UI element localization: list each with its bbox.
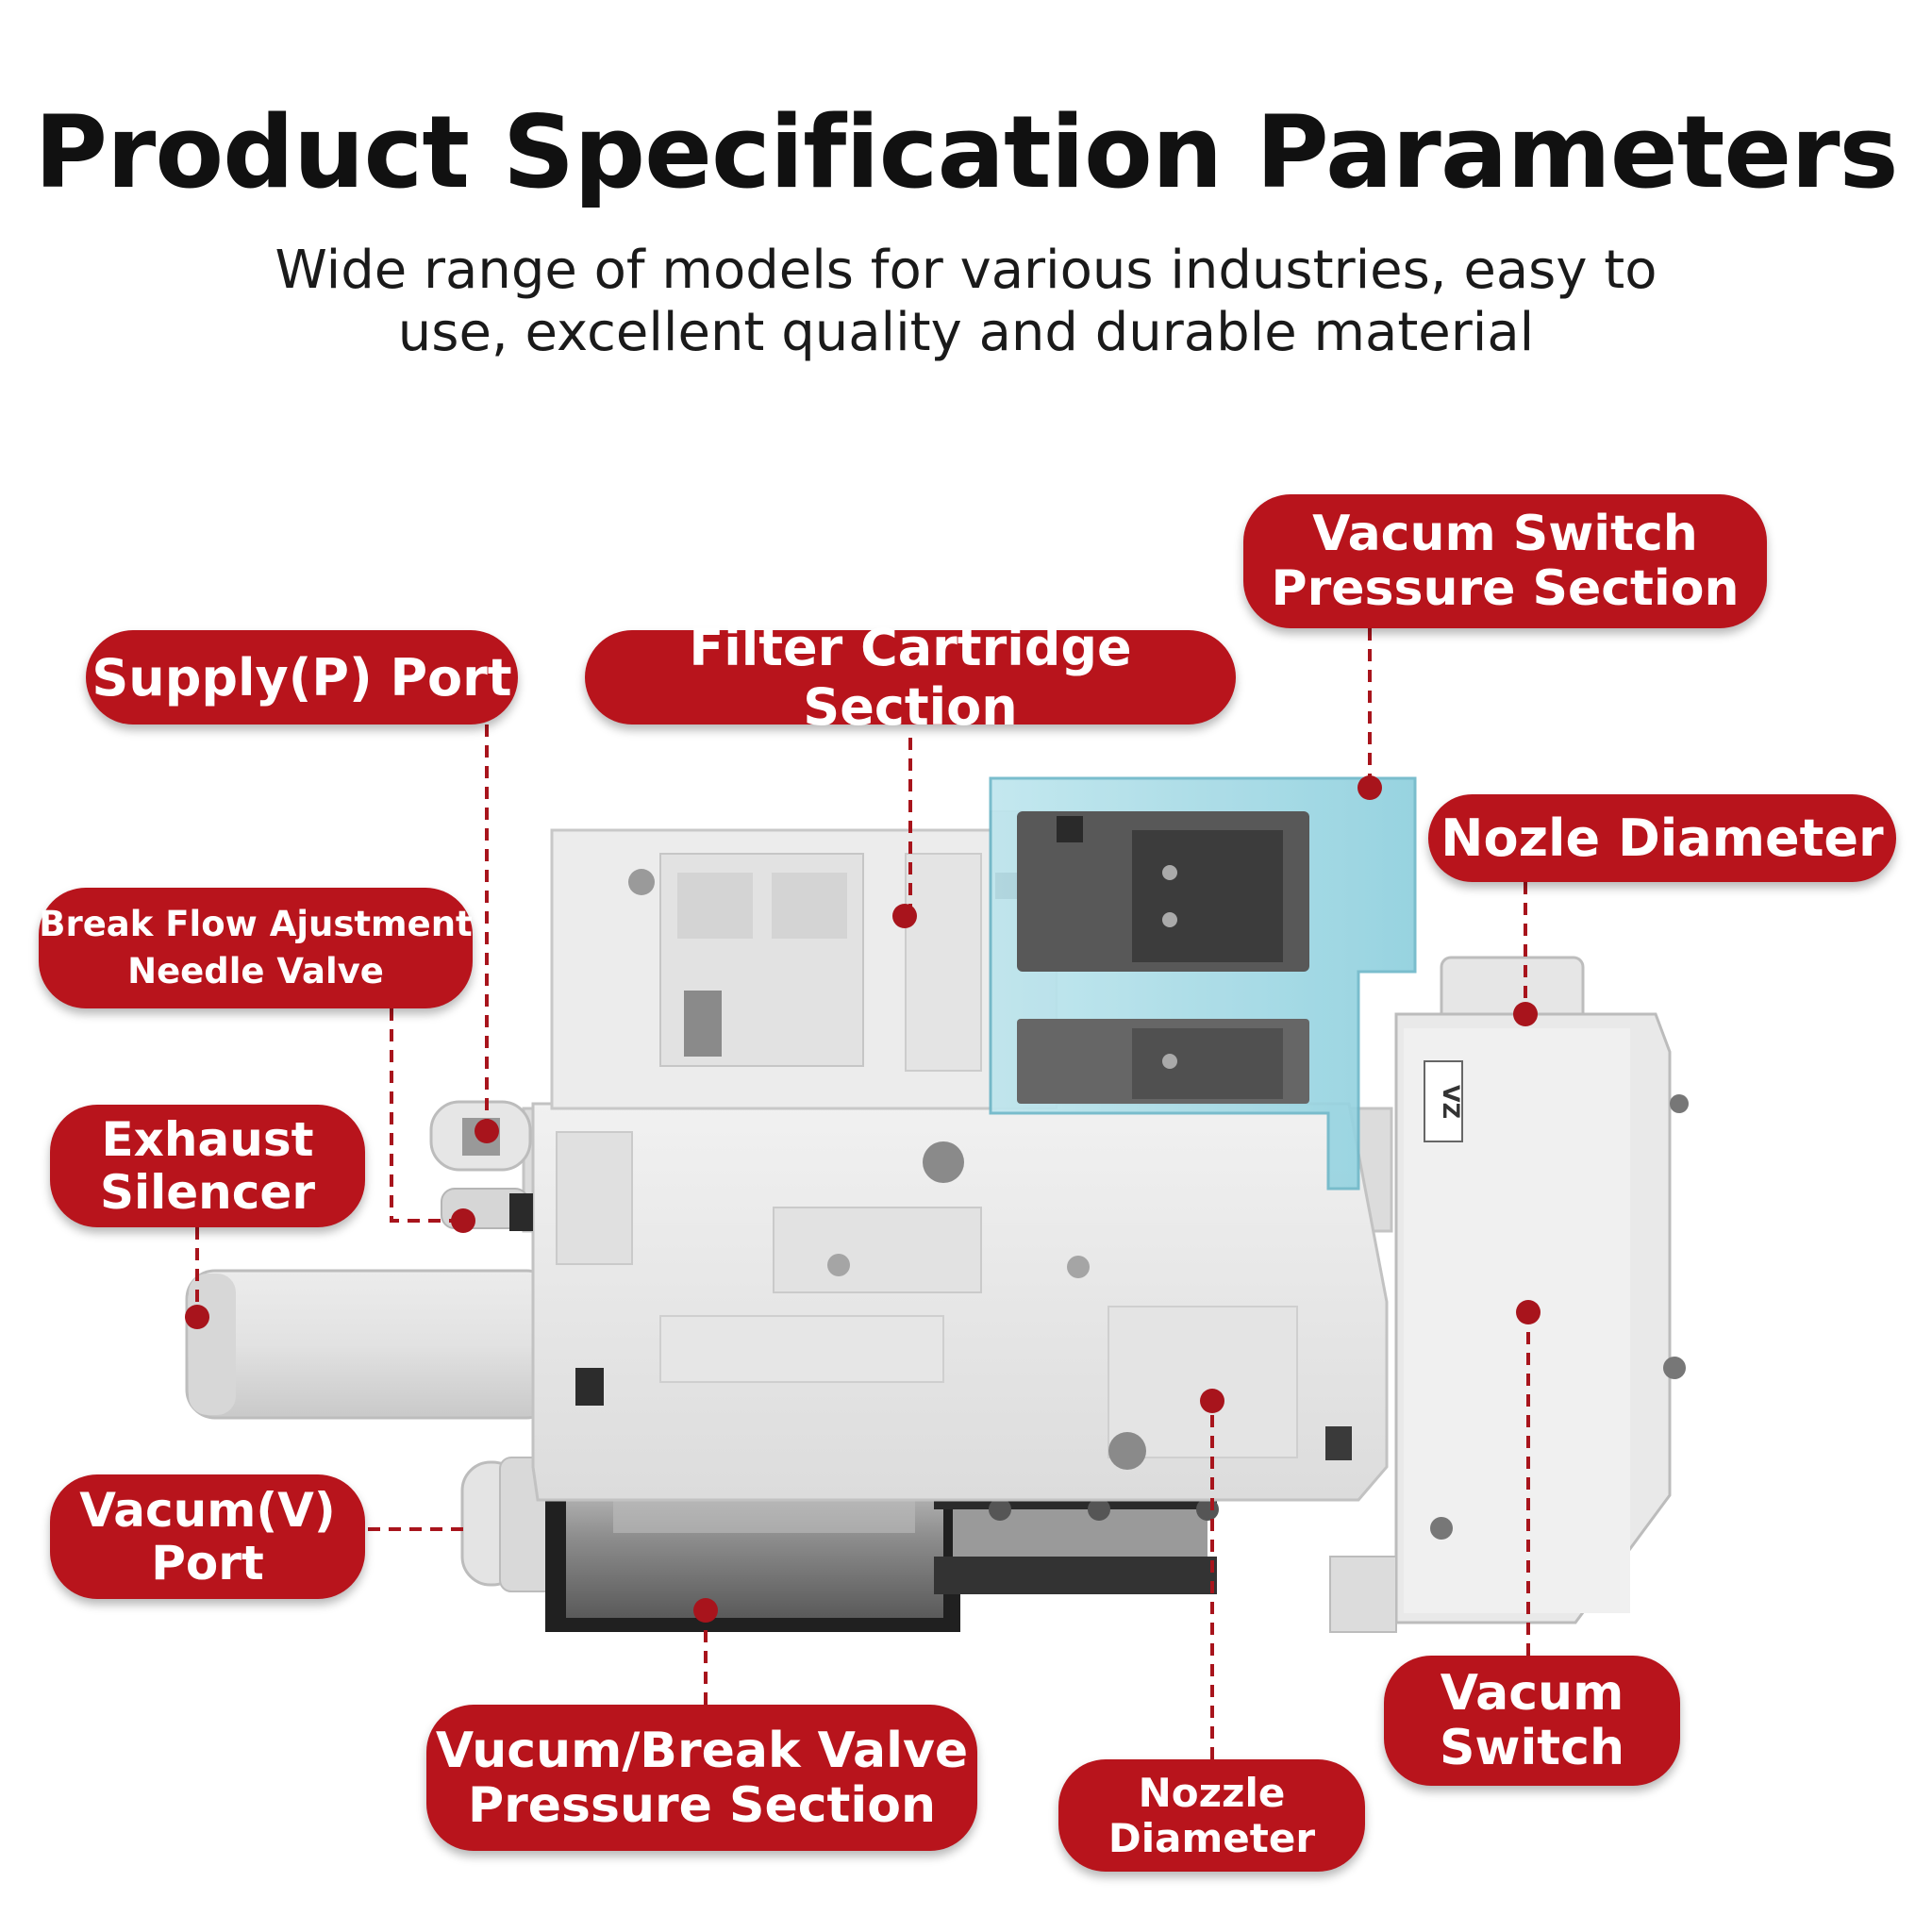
dot-vacuum-switch — [1516, 1300, 1541, 1324]
page-title: Product Specification Parameters — [34, 94, 1898, 210]
dot-break-flow-needle — [451, 1208, 475, 1233]
switch-marking-text: VZ — [1438, 1085, 1464, 1119]
label-supply-port: Supply(P) Port — [86, 630, 518, 724]
exhaust-silencer-part — [185, 1269, 557, 1420]
dot-vacuum-switch-pressure — [1357, 775, 1382, 800]
manifold-body — [522, 1102, 1393, 1502]
label-vacuum-break-valve: Vucum/Break Valve Pressure Section — [426, 1705, 977, 1851]
label-nozzle-diameter-bottom: Nozzle Diameter — [1058, 1759, 1365, 1872]
subtitle-line-2: use, excellent quality and durable mater… — [397, 302, 1535, 363]
dot-nozzle-diameter-bottom — [1200, 1389, 1224, 1413]
dot-filter-cartridge — [892, 904, 917, 928]
label-break-flow-needle: Break Flow Ajustment Needle Valve — [39, 888, 473, 1008]
label-vacuum-switch-pressure: Vacum Switch Pressure Section — [1243, 494, 1767, 628]
pressure-sensor-part — [989, 776, 1417, 1191]
leader-break-flow-needle — [390, 1008, 463, 1223]
dot-nozzle-diameter-top — [1513, 1002, 1538, 1026]
dot-exhaust-silencer — [185, 1305, 209, 1329]
subtitle-line-1: Wide range of models for various industr… — [275, 240, 1657, 301]
label-filter-cartridge: Filter Cartridge Section — [585, 618, 1236, 737]
dot-supply-port — [475, 1119, 499, 1143]
label-vacuum-switch: Vacum Switch — [1384, 1656, 1680, 1786]
label-nozzle-diameter-top: Nozle Diameter — [1428, 794, 1896, 882]
label-vacuum-port: Vacum(V) Port — [50, 1474, 365, 1599]
filter-cartridge-part — [550, 828, 997, 1110]
label-exhaust-silencer: Exhaust Silencer — [50, 1105, 365, 1227]
dot-vacuum-break-valve — [693, 1598, 718, 1623]
page-subtitle: Wide range of models for various industr… — [211, 240, 1721, 364]
